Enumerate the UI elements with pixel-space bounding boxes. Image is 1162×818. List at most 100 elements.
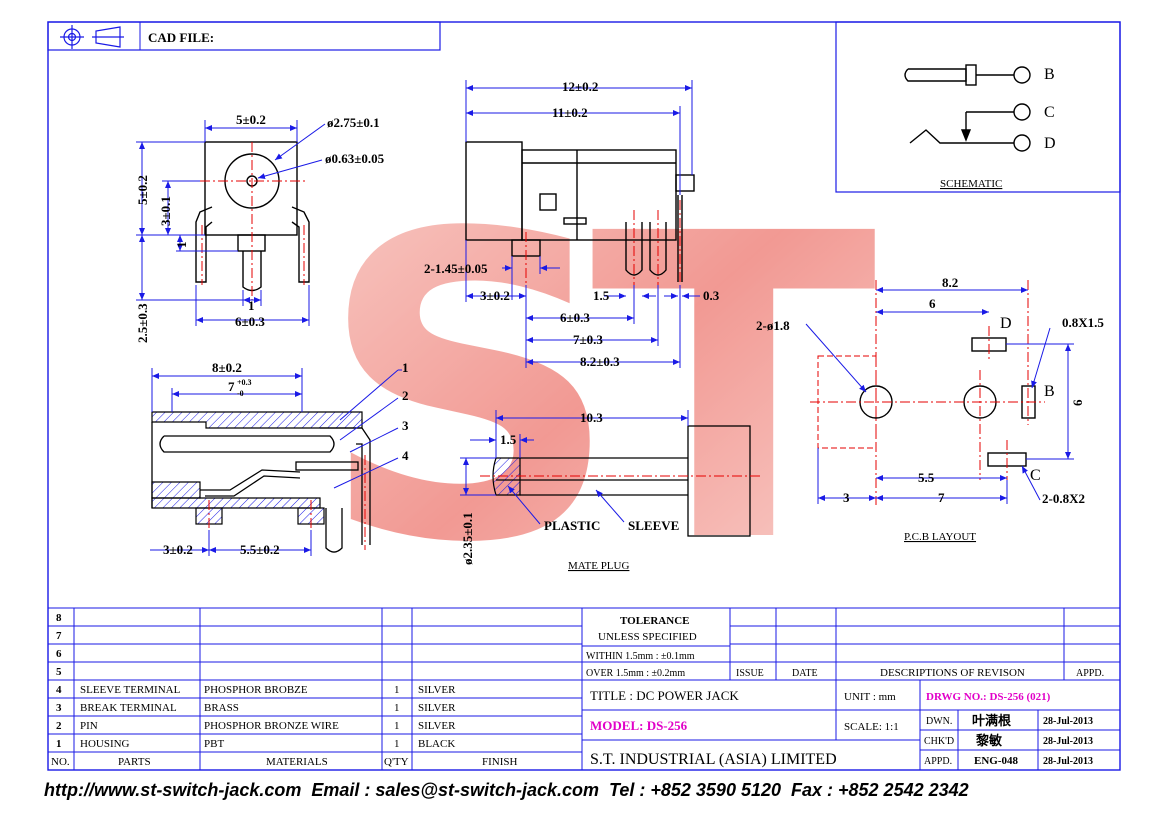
bom-rownum-5: 5 xyxy=(56,666,62,678)
bom-part-3: BREAK TERMINAL xyxy=(80,702,177,714)
balloon-1: 1 xyxy=(402,360,409,375)
drawing-frame xyxy=(47,21,1121,771)
appd-date: 28-Jul-2013 xyxy=(1043,756,1093,767)
bom-material-3: BRASS xyxy=(204,702,239,714)
pcb-dim-5-5: 5.5 xyxy=(918,470,935,485)
schematic-pin-c: C xyxy=(1044,104,1055,121)
dim-post-dia: 2-1.45±0.05 xyxy=(424,261,488,276)
pcb-dim-6: 6 xyxy=(929,296,936,311)
pcb-dim-hole: 2-ø1.8 xyxy=(756,318,790,333)
title-block-text: TOLERANCE UNLESS SPECIFIED WITHIN 1.5mm … xyxy=(586,615,1104,768)
bom-table xyxy=(48,607,583,770)
dwn-date: 28-Jul-2013 xyxy=(1043,716,1093,727)
schematic-title: SCHEMATIC xyxy=(940,178,1002,190)
bom-qty-3: 1 xyxy=(394,702,400,714)
schematic-pin-d: D xyxy=(1044,135,1056,152)
dim-width: 5±0.2 xyxy=(236,112,266,127)
bom-header-finish: FINISH xyxy=(482,756,518,768)
title-block-grid xyxy=(582,607,1120,770)
dim-plug-length: 10.3 xyxy=(580,410,603,425)
label-plastic: PLASTIC xyxy=(544,518,600,533)
pcb-dim-slot-c: 2-0.8X2 xyxy=(1042,491,1085,506)
bom-qty-2: 1 xyxy=(394,720,400,732)
watermark-text: ST xyxy=(318,146,879,635)
dim-pin-offset-7: 7±0.3 xyxy=(573,332,603,347)
dim-center-height: 3±0.1 xyxy=(158,196,173,226)
bom-header-qty: Q'TY xyxy=(384,756,409,768)
drawing-number: DRWG NO.: DS-256 (021) xyxy=(926,691,1051,703)
dim-pin-offset-8: 8.2±0.3 xyxy=(580,354,620,369)
cad-file-label: CAD FILE: xyxy=(148,30,214,45)
side-view: 12±0.2 11±0.2 2-1.45±0.05 3±0.2 1.5 0.3 … xyxy=(424,79,720,369)
dwn-name: 叶满根 xyxy=(972,713,1012,729)
pcb-layout-title: P.C.B LAYOUT xyxy=(904,531,976,543)
dim-terminal-span: 6±0.3 xyxy=(235,314,265,329)
pcb-pin-d: D xyxy=(1000,315,1012,332)
dim-pin-dia: ø0.63±0.05 xyxy=(325,151,385,166)
balloon-3: 3 xyxy=(402,418,409,433)
dim-lead-thickness: 0.3 xyxy=(703,288,720,303)
bom-qty-4: 1 xyxy=(394,684,400,696)
revision-date: DATE xyxy=(792,668,818,679)
bom-finish-4: SILVER xyxy=(418,684,456,696)
bom-rownum-6: 6 xyxy=(56,648,62,660)
appd-label: APPD. xyxy=(924,756,952,767)
dim-plug-dia: ø2.35±0.1 xyxy=(460,512,475,565)
bom-text: 8 7 6 5 4 SLEEVE TERMINAL PHOSPHOR BROBZ… xyxy=(51,612,518,768)
pcb-dim-8-2: 8.2 xyxy=(942,275,958,290)
pcb-dim-7: 7 xyxy=(938,490,945,505)
pcb-pin-b: B xyxy=(1044,383,1055,400)
bom-finish-3: SILVER xyxy=(418,702,456,714)
bom-no-4: 4 xyxy=(56,684,62,696)
dwn-label: DWN. xyxy=(926,716,952,727)
tolerance-within: WITHIN 1.5mm : ±0.1mm xyxy=(586,651,695,662)
pcb-dim-vert-6: 6 xyxy=(1070,399,1085,406)
dim-plug-tip: 1.5 xyxy=(500,432,517,447)
bom-header-parts: PARTS xyxy=(118,756,151,768)
bom-part-1: HOUSING xyxy=(80,738,130,750)
section-view: 8±0.2 7 +0.3 -0 3±0.2 5.5±0.2 1 2 3 4 xyxy=(150,360,409,557)
cone-projection-icon xyxy=(95,26,121,48)
bom-material-1: PBT xyxy=(204,738,224,750)
bom-header-no: NO. xyxy=(51,756,70,768)
dim-offset: 1 xyxy=(174,242,189,249)
bom-finish-1: BLACK xyxy=(418,738,455,750)
bom-rownum-7: 7 xyxy=(56,630,62,642)
dim-post-offset: 3±0.2 xyxy=(480,288,510,303)
bom-no-1: 1 xyxy=(56,738,62,750)
chkd-label: CHK'D xyxy=(924,736,954,747)
bom-qty-1: 1 xyxy=(394,738,400,750)
footer-contact: http://www.st-switch-jack.com Email : sa… xyxy=(44,780,969,800)
tolerance-subtitle: UNLESS SPECIFIED xyxy=(598,631,697,643)
model-name: MODEL: DS-256 xyxy=(590,718,688,733)
label-sleeve: SLEEVE xyxy=(628,518,679,533)
pcb-dim-slot: 0.8X1.5 xyxy=(1062,315,1104,330)
dim-pin-width: 1 xyxy=(248,298,255,313)
dim-height: 5±0.2 xyxy=(135,175,150,205)
bom-material-2: PHOSPHOR BRONZE WIRE xyxy=(204,720,339,732)
dim-body-length: 11±0.2 xyxy=(552,105,588,120)
revision-desc: DESCRIPTIONS OF REVISON xyxy=(880,667,1025,679)
bom-rownum-8: 8 xyxy=(56,612,62,624)
scale-label: SCALE: 1:1 xyxy=(844,721,899,733)
dim-pin-pitch: 1.5 xyxy=(593,288,610,303)
bom-no-3: 3 xyxy=(56,702,62,714)
bom-part-2: PIN xyxy=(80,720,98,732)
dim-outer-dia: ø2.75±0.1 xyxy=(327,115,380,130)
company-name: S.T. INDUSTRIAL (ASIA) LIMITED xyxy=(590,751,837,768)
appd-name: ENG-048 xyxy=(974,755,1019,767)
revision-issue: ISSUE xyxy=(736,668,764,679)
revision-appd: APPD. xyxy=(1076,668,1104,679)
front-view: 5±0.2 ø2.75±0.1 ø0.63±0.05 5±0.2 3±0.1 1… xyxy=(135,112,385,343)
unit-label: UNIT : mm xyxy=(844,691,896,703)
dim-pin-offset-6: 6±0.3 xyxy=(560,310,590,325)
dim-section-offset: 3±0.2 xyxy=(163,542,193,557)
dim-section-pitch: 5.5±0.2 xyxy=(240,542,280,557)
balloon-2: 2 xyxy=(402,388,409,403)
mate-plug-title: MATE PLUG xyxy=(568,560,629,572)
projection-symbol xyxy=(60,25,124,49)
watermark: ST xyxy=(318,146,909,635)
dim-section-inner: 7 xyxy=(228,379,235,394)
dim-terminal-length: 2.5±0.3 xyxy=(135,303,150,343)
chkd-date: 28-Jul-2013 xyxy=(1043,736,1093,747)
